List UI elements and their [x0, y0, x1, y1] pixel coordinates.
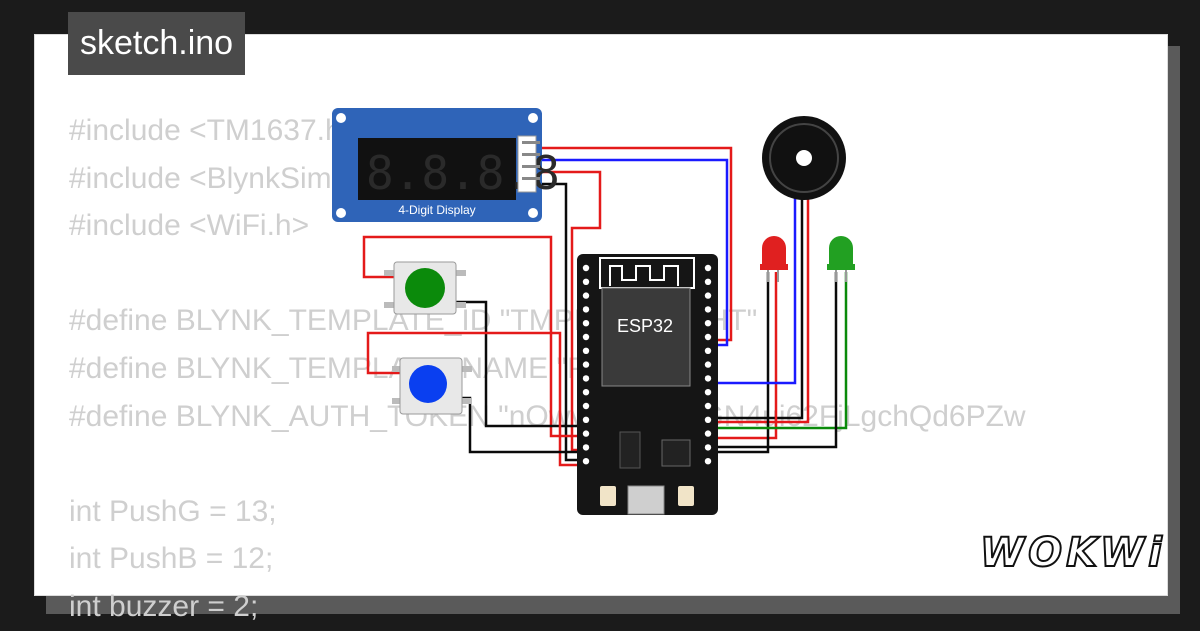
esp32-pin: [582, 402, 590, 410]
code-line: #include <TM1637.h>: [69, 114, 360, 147]
esp32-pin: [582, 292, 590, 299]
wire-led-red-gnd: [708, 272, 770, 454]
wire-led-green-gnd: [708, 272, 838, 449]
esp32-pin: [582, 306, 590, 313]
esp32-pin: [582, 430, 590, 437]
esp32-label: ESP32: [617, 316, 673, 336]
esp32-pin: [704, 292, 712, 299]
wire-buzzer-pos: [708, 196, 810, 424]
wire-led-green: [708, 272, 848, 430]
wire-display-vcc: [540, 170, 602, 452]
esp32-pin: [704, 320, 712, 327]
usb-port: [627, 485, 665, 515]
code-line: int PushG = 13;: [69, 494, 277, 528]
wire-esp-blue: [708, 196, 797, 402]
buzzer-hole: [796, 150, 812, 166]
esp32-pin: [704, 402, 712, 410]
led-red-body: [762, 236, 786, 266]
esp32-pin: [582, 375, 590, 382]
led-red[interactable]: [760, 236, 788, 282]
boot-button: [600, 486, 616, 506]
esp32-pin: [704, 278, 712, 285]
esp32-pin: [582, 416, 590, 423]
esp32-pin: [704, 375, 712, 382]
esp32-pin: [582, 361, 590, 368]
esp32-pin: [582, 444, 590, 451]
code-line: int PushB = 12;: [69, 542, 274, 576]
esp32-pin: [582, 458, 590, 465]
wire-buzzer-neg: [708, 196, 804, 420]
file-name-tag: sketch.ino: [68, 12, 246, 75]
buzzer[interactable]: [762, 116, 846, 200]
wire-button-green-sig: [454, 300, 586, 428]
esp32-pin: [704, 444, 712, 451]
esp32-pins-left: [582, 264, 590, 465]
wokwi-logo-text: WOKWi: [980, 530, 1166, 576]
esp32-pin: [582, 333, 590, 341]
esp32-pin: [704, 333, 712, 341]
esp32-pin: [704, 416, 712, 423]
wire-button-blue-vcc: [366, 331, 586, 467]
en-button: [678, 486, 694, 506]
esp32-pin: [704, 430, 712, 437]
esp32-pin: [582, 389, 590, 396]
display-label: 4-Digit Display: [398, 203, 475, 217]
esp32-pin: [582, 347, 590, 354]
code-line: int buzzer = 2;: [69, 589, 259, 623]
esp32-pin: [704, 458, 712, 465]
wires: [362, 146, 848, 467]
seven-segment-display[interactable]: 8.8.8.8 4-Digit Display: [332, 108, 560, 222]
button-green-cap: [405, 268, 445, 308]
esp32-board[interactable]: ESP32: [577, 254, 718, 515]
esp32-pins-right: [704, 264, 712, 465]
code-line: #include <WiFi.h>: [69, 209, 310, 243]
esp32-pin: [582, 320, 590, 327]
wokwi-logo: WOKWi: [976, 526, 1163, 578]
esp32-pin: [704, 389, 712, 396]
esp32-pin: [704, 347, 712, 354]
wire-display-gnd: [540, 182, 586, 462]
esp32-pin: [704, 361, 712, 368]
wire-button-green-vcc: [362, 235, 586, 438]
led-green[interactable]: [827, 236, 855, 282]
led-green-body: [829, 236, 853, 266]
display-window: [358, 138, 516, 200]
esp32-pin: [704, 264, 712, 272]
wire-display-clk: [540, 146, 733, 342]
esp32-pin: [582, 264, 590, 272]
esp32-pin: [582, 278, 590, 285]
button-blue-cap: [409, 365, 447, 403]
pushbutton-green[interactable]: [384, 261, 466, 315]
display-header: [517, 135, 537, 193]
esp32-shield: [601, 287, 691, 387]
pushbutton-blue[interactable]: [392, 357, 472, 415]
esp32-pin: [704, 306, 712, 313]
wire-led-red: [708, 272, 778, 440]
